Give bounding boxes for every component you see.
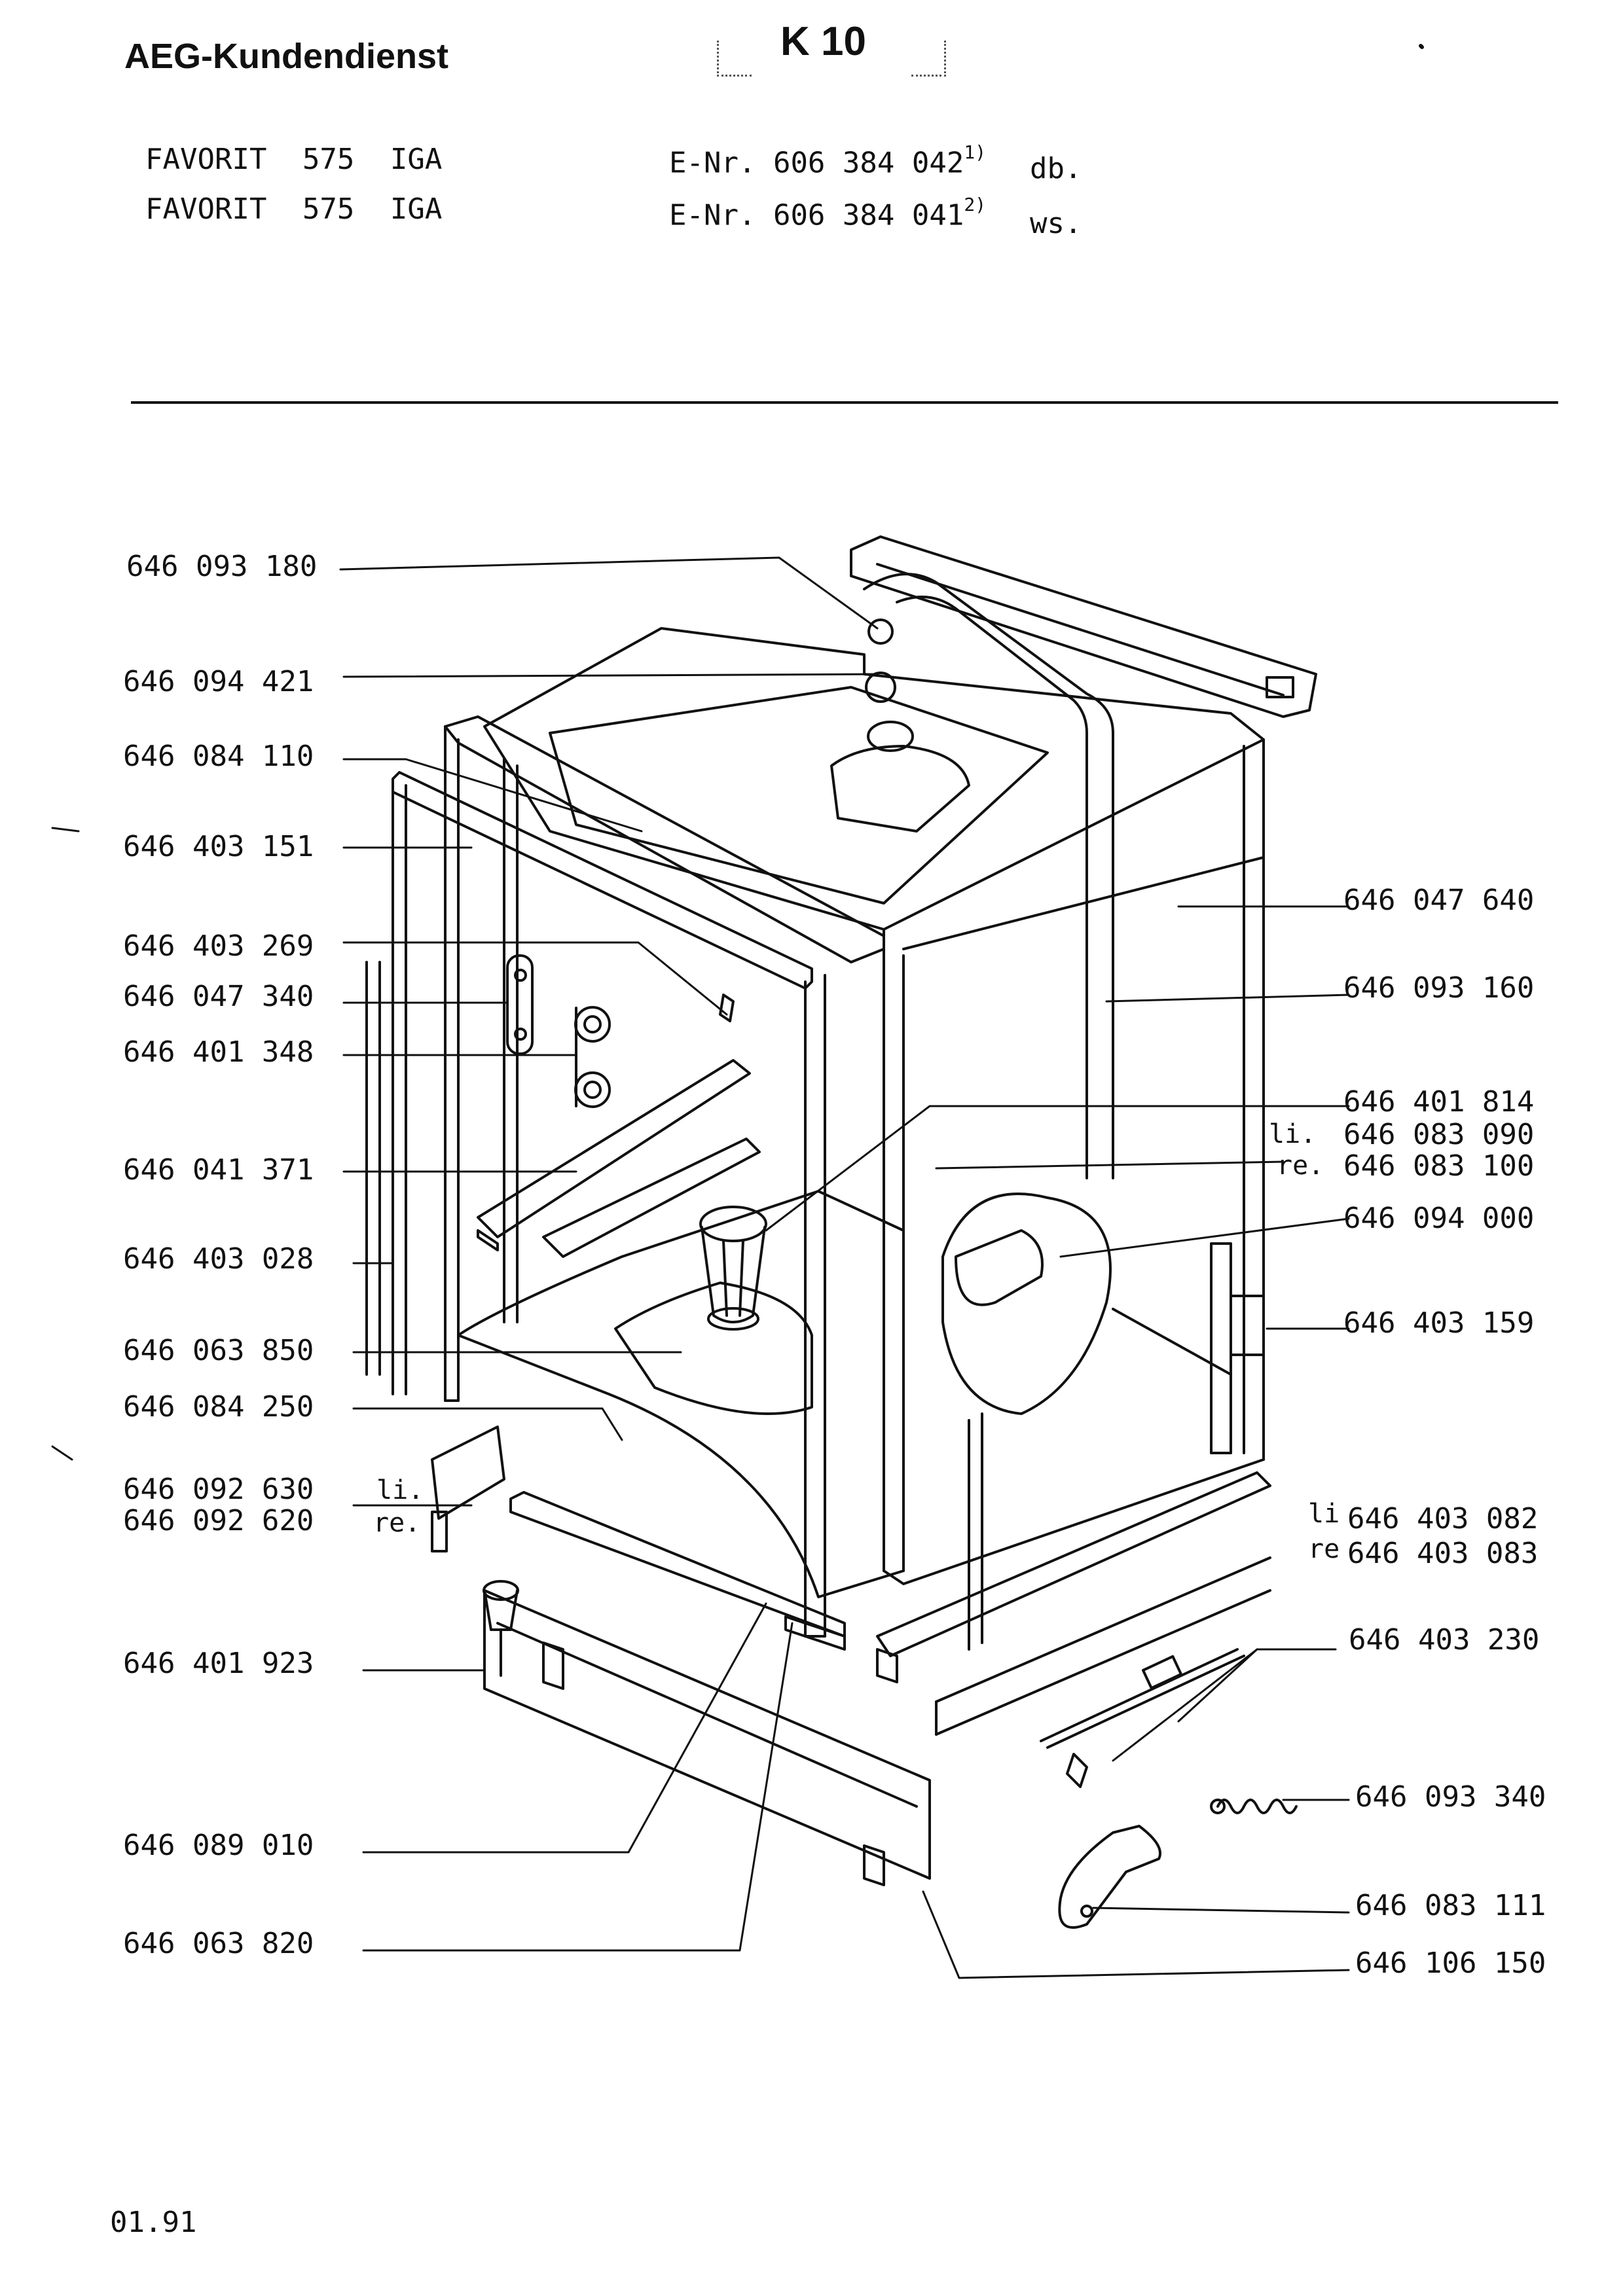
leader-lines-right bbox=[765, 905, 1350, 1979]
enr-footnote: 2) bbox=[964, 194, 987, 215]
code-bracket-left bbox=[717, 41, 752, 77]
leader-lines-left bbox=[339, 556, 879, 1952]
part-number: 646 092 620 bbox=[123, 1504, 314, 1537]
model-number: 575 bbox=[302, 192, 355, 226]
part-number: 646 092 630 bbox=[123, 1473, 314, 1506]
part-number: 646 063 850 bbox=[123, 1334, 314, 1367]
model-number: 575 bbox=[302, 143, 355, 176]
side-label-re: re. bbox=[1277, 1151, 1324, 1181]
model-line-1: FAVORIT 575 IGA bbox=[145, 143, 442, 176]
part-number: 646 401 923 bbox=[123, 1647, 314, 1680]
kick-panel bbox=[483, 1589, 931, 1886]
front-strip bbox=[509, 1491, 846, 1651]
side-label-re: re. bbox=[373, 1508, 421, 1538]
door-frame-outer bbox=[392, 715, 885, 1638]
part-number: 646 093 160 bbox=[1343, 971, 1535, 1005]
side-label-li: li. bbox=[376, 1475, 424, 1505]
part-number: 646 403 083 bbox=[1347, 1537, 1539, 1570]
part-number: 646 083 100 bbox=[1343, 1149, 1535, 1183]
part-number: 646 047 340 bbox=[123, 980, 314, 1013]
part-number: 646 094 000 bbox=[1343, 1202, 1535, 1235]
part-number: 646 403 230 bbox=[1349, 1623, 1540, 1657]
side-rail bbox=[477, 1059, 751, 1251]
header-divider bbox=[131, 401, 1558, 404]
margin-dot bbox=[1419, 44, 1424, 49]
code-bracket-right bbox=[911, 41, 946, 77]
base-frame bbox=[876, 1412, 1271, 1736]
color-code-2: ws. bbox=[1030, 207, 1082, 240]
vertical-rods-left bbox=[365, 758, 519, 1376]
sump-hose bbox=[941, 1193, 1112, 1415]
door-spring bbox=[1210, 1799, 1298, 1814]
part-number: 646 403 159 bbox=[1343, 1306, 1535, 1340]
hinge-parts bbox=[506, 954, 735, 1108]
part-number: 646 083 090 bbox=[1343, 1118, 1535, 1151]
bracket-li-re bbox=[431, 1426, 505, 1552]
side-label-li: li bbox=[1308, 1499, 1340, 1529]
part-number: 646 403 082 bbox=[1347, 1502, 1539, 1535]
model-name: FAVORIT bbox=[145, 143, 267, 176]
margin-mark bbox=[51, 827, 80, 833]
margin-mark bbox=[51, 1445, 73, 1461]
part-number: 646 084 110 bbox=[123, 740, 314, 773]
part-number: 646 041 371 bbox=[123, 1153, 314, 1187]
part-number: 646 401 348 bbox=[123, 1035, 314, 1069]
enr-label: E-Nr. bbox=[669, 198, 756, 232]
foot-screw bbox=[483, 1580, 519, 1677]
model-type: IGA bbox=[390, 143, 443, 176]
part-number: 646 093 340 bbox=[1355, 1780, 1546, 1814]
part-number: 646 401 814 bbox=[1343, 1085, 1535, 1119]
part-number: 646 403 151 bbox=[123, 830, 314, 863]
part-number: 646 403 028 bbox=[123, 1242, 314, 1276]
side-label-li: li. bbox=[1269, 1119, 1317, 1149]
brand-title: AEG-Kundendienst bbox=[124, 37, 448, 76]
part-number: 646 063 820 bbox=[123, 1927, 314, 1960]
color-code-1: db. bbox=[1030, 152, 1082, 185]
hinge-lever bbox=[1058, 1825, 1161, 1929]
part-number: 646 083 111 bbox=[1355, 1889, 1546, 1922]
part-number: 646 403 269 bbox=[123, 929, 314, 963]
part-number: 646 089 010 bbox=[123, 1829, 314, 1862]
top-mounting-rail bbox=[850, 535, 1317, 718]
part-number: 646 084 250 bbox=[123, 1390, 314, 1424]
part-number: 646 093 180 bbox=[126, 550, 318, 583]
enr-number: 606 384 042 bbox=[773, 146, 964, 180]
footer-date: 01.91 bbox=[110, 2206, 197, 2239]
cabinet-outline bbox=[883, 738, 1265, 1585]
part-number: 646 047 640 bbox=[1343, 884, 1535, 917]
enr-line-1: E-Nr. 606 384 0421) bbox=[669, 141, 986, 180]
enr-footnote: 1) bbox=[964, 141, 987, 163]
part-number: 646 094 421 bbox=[123, 665, 314, 698]
model-type: IGA bbox=[390, 192, 443, 226]
inner-tub bbox=[457, 1138, 905, 1598]
sheet-code: K 10 bbox=[780, 19, 866, 64]
side-label-re: re bbox=[1308, 1534, 1340, 1564]
part-number: 646 106 150 bbox=[1355, 1946, 1546, 1980]
right-support bbox=[1112, 1242, 1265, 1454]
enr-line-2: E-Nr. 606 384 0412) bbox=[669, 194, 986, 232]
hinge-rod bbox=[1040, 1648, 1245, 1788]
model-name: FAVORIT bbox=[145, 192, 267, 226]
model-line-2: FAVORIT 575 IGA bbox=[145, 192, 442, 226]
top-hose bbox=[863, 573, 1114, 1179]
enr-label: E-Nr. bbox=[669, 146, 756, 180]
enr-number: 606 384 041 bbox=[773, 198, 964, 232]
filter-basket bbox=[699, 1206, 767, 1331]
